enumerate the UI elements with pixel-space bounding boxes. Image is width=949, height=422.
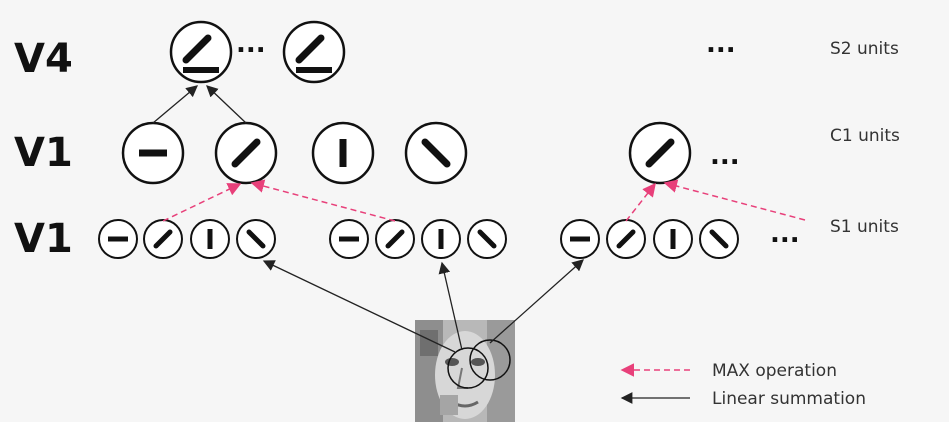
max-arrow-group3 bbox=[625, 182, 656, 222]
s1-group-2 bbox=[329, 219, 507, 259]
ellipsis-s2-right: ... bbox=[706, 29, 736, 59]
s2-unit-2 bbox=[282, 20, 346, 84]
s2-units-label: S2 units bbox=[830, 39, 899, 59]
input-face-image bbox=[415, 320, 515, 422]
legend-max-label: MAX operation bbox=[712, 361, 837, 381]
c1-unit-horizontal bbox=[121, 121, 185, 185]
c1-unit-vertical bbox=[311, 121, 375, 185]
linear-arrow-image-to-s1-group2 bbox=[438, 261, 463, 351]
layer-label-v1-s1: V1 bbox=[14, 216, 73, 262]
linear-arrow-c1h-to-s2 bbox=[152, 85, 198, 124]
max-arrow-group2 bbox=[250, 179, 396, 222]
layer-label-v1-c1: V1 bbox=[14, 130, 73, 176]
s1-group-3 bbox=[560, 219, 739, 259]
ellipsis-c1-right: ... bbox=[710, 141, 740, 171]
ellipsis-s1-right: ... bbox=[770, 219, 800, 249]
s2-unit-1 bbox=[169, 20, 233, 84]
linear-arrow-image-to-s1-group1 bbox=[262, 260, 456, 353]
legend: MAX operation Linear summation bbox=[620, 361, 866, 409]
max-arrow-group-more bbox=[663, 179, 806, 221]
ellipsis-s2-between: ... bbox=[236, 29, 266, 59]
s1-units-label: S1 units bbox=[830, 217, 899, 237]
linear-arrow-image-to-s1-group3 bbox=[489, 259, 584, 344]
layer-label-v4: V4 bbox=[14, 36, 73, 82]
max-arrow-group1 bbox=[162, 183, 242, 222]
legend-linear-label: Linear summation bbox=[712, 389, 866, 409]
c1-unit-diagonal-45-right bbox=[628, 121, 692, 185]
s1-group-1 bbox=[98, 219, 276, 259]
linear-arrow-c1d-to-s2 bbox=[206, 85, 247, 124]
c1-unit-diagonal-135 bbox=[404, 121, 468, 185]
c1-units-label: C1 units bbox=[830, 126, 900, 146]
c1-unit-diagonal-45 bbox=[214, 121, 278, 185]
